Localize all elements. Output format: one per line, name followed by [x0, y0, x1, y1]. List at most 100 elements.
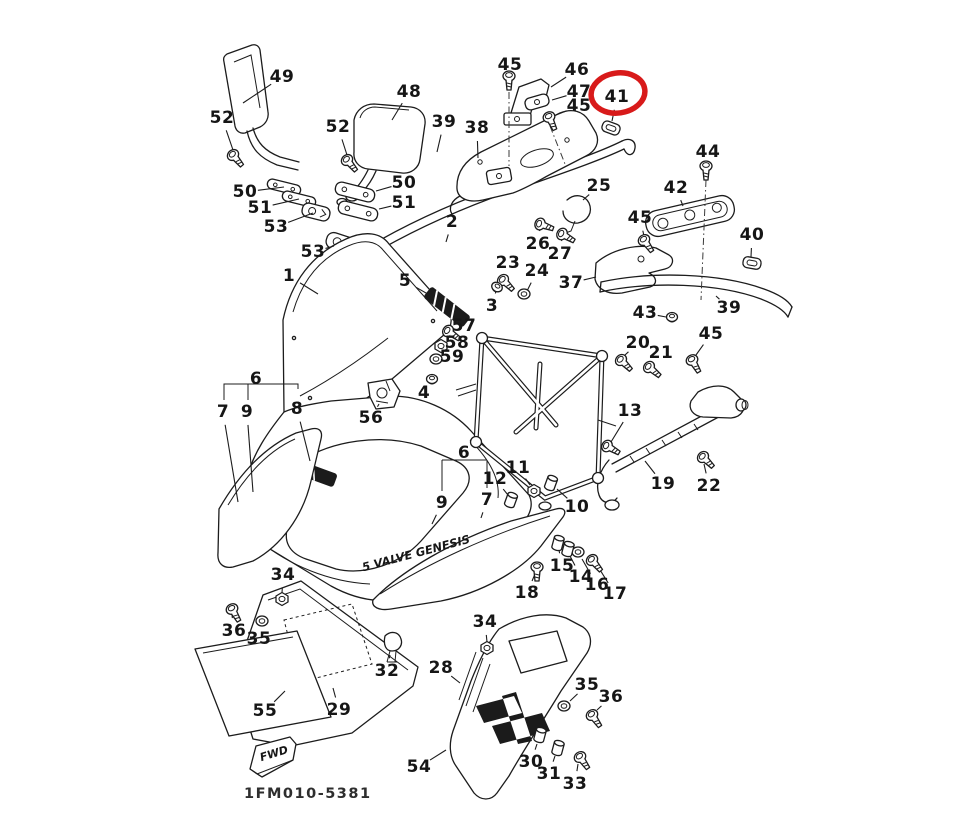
- leader-line-50: [257, 186, 285, 191]
- clip-glyph: [600, 119, 622, 137]
- leader-line-5: [416, 286, 434, 298]
- bolt-glyph: [694, 448, 718, 472]
- bolt-glyph: [699, 160, 713, 181]
- leader-line-49: [242, 83, 272, 104]
- leader-line-9: [247, 424, 254, 493]
- part-28-lower-right-panel: [449, 614, 592, 800]
- part-42-plate: [644, 194, 736, 238]
- leader-line-8: [299, 421, 311, 462]
- collar-glyph: [543, 473, 559, 493]
- leader-line-13: [610, 421, 624, 443]
- leader-line-46: [550, 76, 567, 88]
- leader-line-51: [272, 198, 300, 206]
- leader-line-56: [376, 403, 380, 407]
- leader-line-34: [485, 634, 488, 643]
- part-38-bracket: [449, 110, 599, 215]
- fwd-arrow: FWD: [249, 736, 297, 778]
- washer-glyph: [429, 353, 443, 365]
- collar-glyph: [550, 738, 566, 758]
- leader-line-10: [556, 488, 568, 499]
- part-39-under-band: [599, 274, 793, 318]
- leader-line-16: [581, 558, 591, 575]
- bolt-glyph: [223, 601, 245, 625]
- group-bracket-right: [441, 459, 488, 491]
- washer-glyph: [517, 288, 531, 300]
- leader-line-39: [436, 134, 442, 153]
- assembly-axis: [508, 92, 707, 301]
- leader-line-2: [445, 234, 449, 243]
- leader-line-31: [552, 755, 556, 762]
- leader-line-47: [551, 95, 567, 101]
- part-32-clamp: [383, 631, 403, 663]
- leader-line-25: [582, 194, 590, 201]
- part-56-latch: [367, 378, 401, 410]
- bolt-glyph: [583, 551, 607, 576]
- leader-line-42: [680, 199, 684, 207]
- leader-line-55: [273, 690, 286, 703]
- leader-line-19: [644, 460, 656, 475]
- bolt-glyph: [683, 352, 705, 376]
- bolt-glyph: [599, 437, 623, 459]
- leader-line-14: [569, 555, 576, 566]
- leader-line-20: [624, 351, 629, 356]
- group-bracket-left: [223, 383, 299, 400]
- leader-line-45: [695, 344, 704, 356]
- fz-logo-decal: [476, 692, 550, 744]
- leader-line-53: [325, 245, 335, 249]
- bolt-glyph: [554, 225, 578, 247]
- leader-line-39: [715, 295, 720, 300]
- part-55-panel: [194, 630, 332, 737]
- bolt-glyph: [532, 216, 556, 236]
- leader-line-28: [450, 675, 461, 684]
- washer-glyph: [255, 615, 269, 627]
- leader-line-54: [429, 749, 447, 761]
- bolt-glyph: [571, 748, 594, 773]
- leader-line-45: [555, 110, 568, 116]
- leader-line-43: [657, 314, 667, 318]
- nut-glyph: [434, 338, 448, 354]
- bolt-glyph: [224, 146, 248, 171]
- leader-line-11: [525, 478, 531, 486]
- part-49-mirror-left: [222, 44, 300, 171]
- part-47-plate: [524, 93, 550, 111]
- leader-line-32: [388, 654, 391, 659]
- nut-glyph: [275, 591, 289, 607]
- highlight-circle-part-41: [588, 70, 648, 116]
- washer-glyph: [557, 700, 571, 712]
- part-7-side-panel-left: [217, 427, 323, 569]
- bolt-glyph: [583, 706, 606, 731]
- leader-line-7: [224, 424, 239, 503]
- leader-line-52: [225, 130, 234, 151]
- leader-line-9: [431, 514, 437, 525]
- leader-line-30: [534, 743, 538, 750]
- bolt-glyph: [612, 351, 636, 375]
- leader-line-48: [391, 102, 403, 121]
- clip-glyph: [741, 255, 763, 271]
- leader-line-37: [583, 276, 597, 281]
- bolt-glyph: [502, 70, 516, 91]
- part-13-stay-frame: [455, 331, 617, 511]
- leader-line-52: [341, 139, 348, 156]
- leader-line-29: [332, 687, 337, 698]
- leader-line-22: [703, 463, 707, 474]
- leader-line-36: [596, 705, 602, 711]
- part-25-stay-hook: [562, 195, 592, 235]
- nut-glyph: [480, 640, 494, 656]
- bolt-glyph: [640, 358, 665, 382]
- part-5-emblem: [424, 287, 470, 327]
- leader-line-53: [287, 212, 314, 223]
- leader-line-51: [378, 205, 392, 210]
- part-37-bracket: [594, 245, 674, 295]
- leader-line-33: [576, 763, 579, 772]
- diagram-code: 1FM010-5381: [244, 786, 372, 802]
- nut-glyph: [527, 483, 541, 499]
- leader-line-7: [480, 512, 484, 519]
- leader-line-35: [569, 693, 578, 702]
- leader-line-1: [299, 282, 319, 295]
- part-19-stay: [596, 385, 749, 511]
- grommet-glyph: [425, 373, 439, 385]
- leader-line-38: [476, 140, 479, 159]
- part-7-side-panel-right: [372, 507, 566, 611]
